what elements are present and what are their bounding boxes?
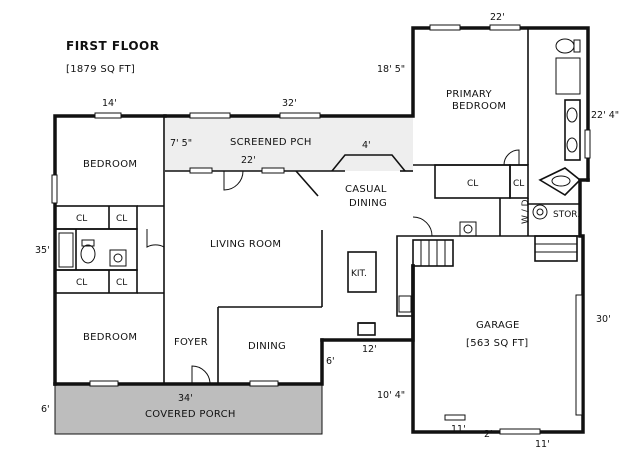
dim-4: 4' (362, 140, 371, 151)
floor-title: FIRST FLOOR (66, 39, 159, 53)
dim-22-top: 22' (490, 12, 505, 23)
washer-dryer-label: W / D (521, 199, 531, 224)
covered-porch-area (54, 383, 323, 435)
bedroom-bottom-label: BEDROOM (83, 332, 137, 343)
dim-2: 2' (484, 429, 493, 440)
living-room-label: LIVING ROOM (210, 239, 281, 250)
closet-label-4: CL (116, 278, 127, 288)
dim-12: 12' (362, 344, 377, 355)
dim-14: 14' (102, 98, 117, 109)
dim-22-4: 22' 4" (591, 110, 619, 121)
screened-porch-label: SCREENED PCH (230, 137, 312, 148)
dim-32: 32' (282, 98, 297, 109)
dim-30: 30' (596, 314, 611, 325)
doors (146, 149, 520, 385)
kitchen-label: KIT. (351, 269, 367, 279)
garage-area-label: [563 SQ FT] (466, 338, 528, 349)
closet-label-1: CL (76, 214, 87, 224)
interior-walls (54, 28, 582, 384)
bedroom-top-label: BEDROOM (83, 159, 137, 170)
closet-label-3: CL (76, 278, 87, 288)
garage-label: GARAGE (476, 320, 520, 331)
dim-18-5: 18' 5" (377, 64, 405, 75)
floor-area: [1879 SQ FT] (66, 64, 135, 75)
casual-dining-label-2: DINING (349, 198, 387, 209)
foyer-label: FOYER (174, 337, 208, 348)
dining-label: DINING (248, 341, 286, 352)
screened-porch-area (165, 116, 413, 171)
closet-label-2: CL (116, 214, 127, 224)
dim-34: 34' (178, 393, 193, 404)
casual-dining-label-1: CASUAL (345, 184, 387, 195)
primary-bedroom-label-2: BEDROOM (452, 101, 506, 112)
windows (51, 24, 591, 435)
dim-6-left: 6' (41, 404, 50, 415)
dim-11-b: 11' (535, 439, 550, 450)
exterior-walls (53, 26, 590, 434)
dim-6-mid: 6' (326, 356, 335, 367)
fixtures (58, 38, 581, 313)
storage-label: STOR. (553, 210, 580, 220)
primary-bedroom-label-1: PRIMARY (446, 89, 493, 100)
closet-label-6: CL (513, 179, 524, 189)
dim-22-porch: 22' (241, 155, 256, 166)
dim-35: 35' (35, 245, 50, 256)
covered-porch-label: COVERED PORCH (145, 409, 236, 420)
closet-label-5: CL (467, 179, 478, 189)
dim-7-5: 7' 5" (170, 138, 192, 149)
dim-11-a: 11' (451, 424, 466, 435)
dim-10-4: 10' 4" (377, 390, 405, 401)
